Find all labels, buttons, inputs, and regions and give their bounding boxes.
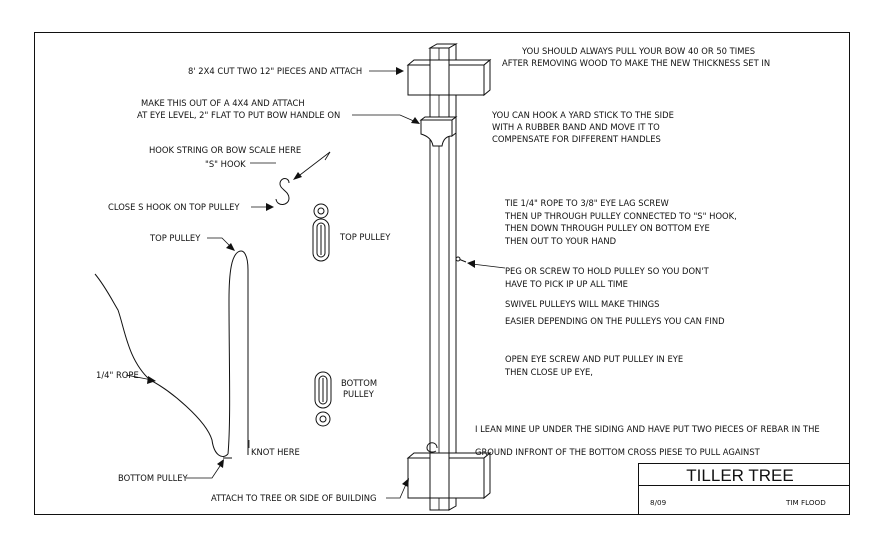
top-pulley-left-label: TOP PULLEY	[149, 233, 201, 243]
note-tie-3: THEN DOWN THROUGH PULLEY ON BOTTOM EYE	[504, 223, 710, 233]
note-tie-2: THEN UP THROUGH PULLEY CONNECTED TO "S" …	[504, 211, 737, 221]
drawing-title: TILLER TREE	[686, 466, 793, 485]
close-hook-label: CLOSE S HOOK ON TOP PULLEY	[108, 202, 240, 212]
drawing-border	[34, 32, 850, 515]
bottom-pulley-right-label-1: BOTTOM	[341, 378, 377, 388]
note-tie-1: TIE 1/4" ROPE TO 3/8" EYE LAG SCREW	[504, 198, 669, 208]
note-peg-2: HAVE TO PICK IP UP ALL TIME	[505, 279, 628, 289]
bow-handle-block	[419, 116, 458, 147]
note-swivel-1: SWIVEL PULLEYS WILL MAKE THINGS	[505, 299, 659, 309]
note-swivel-2: EASIER DEPENDING ON THE PULLEYS YOU CAN …	[505, 316, 725, 326]
knot-label: KNOT HERE	[251, 447, 300, 457]
note-yard-2: WITH A RUBBER BAND AND MOVE IT TO	[492, 122, 660, 132]
handle-label-line1: MAKE THIS OUT OF A 4X4 AND ATTACH	[141, 98, 305, 108]
cut-pieces-label: 8' 2X4 CUT TWO 12" PIECES AND ATTACH	[188, 66, 362, 76]
note-pull-1: YOU SHOULD ALWAYS PULL YOUR BOW 40 OR 50…	[521, 46, 755, 56]
drawing-date: 8/09	[650, 498, 667, 507]
note-peg-1: PEG OR SCREW TO HOLD PULLEY SO YOU DON'T	[505, 266, 710, 276]
hook-string-label: HOOK STRING OR BOW SCALE HERE	[149, 145, 301, 155]
bottom-pulley-left-label: BOTTOM PULLEY	[118, 473, 189, 483]
note-yard-3: COMPENSATE FOR DIFFERENT HANDLES	[492, 134, 661, 144]
title-block: TILLER TREE 8/09 TIM FLOOD	[638, 463, 849, 514]
s-hook-label: "S" HOOK	[205, 159, 246, 169]
note-yard-1: YOU CAN HOOK A YARD STICK TO THE SIDE	[491, 110, 674, 120]
top-pulley-icon	[312, 203, 330, 262]
note-lean-2: GROUND INFRONT OF THE BOTTOM CROSS PIESE…	[475, 447, 761, 457]
attach-tree-label: ATTACH TO TREE OR SIDE OF BUILDING	[211, 493, 376, 503]
note-open-2: THEN CLOSE UP EYE,	[504, 367, 593, 377]
note-tie-4: THEN OUT TO YOUR HAND	[504, 236, 616, 246]
handle-label-line2: AT EYE LEVEL, 2" FLAT TO PUT BOW HANDLE …	[137, 110, 340, 120]
note-open-1: OPEN EYE SCREW AND PUT PULLEY IN EYE	[505, 354, 683, 364]
bottom-pulley-right-label-2: PULLEY	[343, 389, 375, 399]
s-hook-icon	[275, 178, 290, 205]
top-cross-piece	[406, 58, 492, 97]
drawing-author: TIM FLOOD	[785, 498, 826, 507]
top-pulley-right-label: TOP PULLEY	[339, 232, 391, 242]
rope-label: 1/4" ROPE	[96, 370, 139, 380]
bottom-pulley-icon	[314, 371, 332, 427]
vertical-post	[428, 43, 458, 511]
note-pull-2: AFTER REMOVING WOOD TO MAKE THE NEW THIC…	[502, 58, 770, 68]
bottom-cross-piece	[406, 451, 492, 500]
pulley-peg	[455, 256, 467, 263]
note-lean-1: I LEAN MINE UP UNDER THE SIDING AND HAVE…	[475, 424, 820, 434]
rope-path	[94, 250, 249, 459]
bottom-eye-screw	[426, 442, 438, 453]
leader-arrows	[125, 67, 506, 499]
